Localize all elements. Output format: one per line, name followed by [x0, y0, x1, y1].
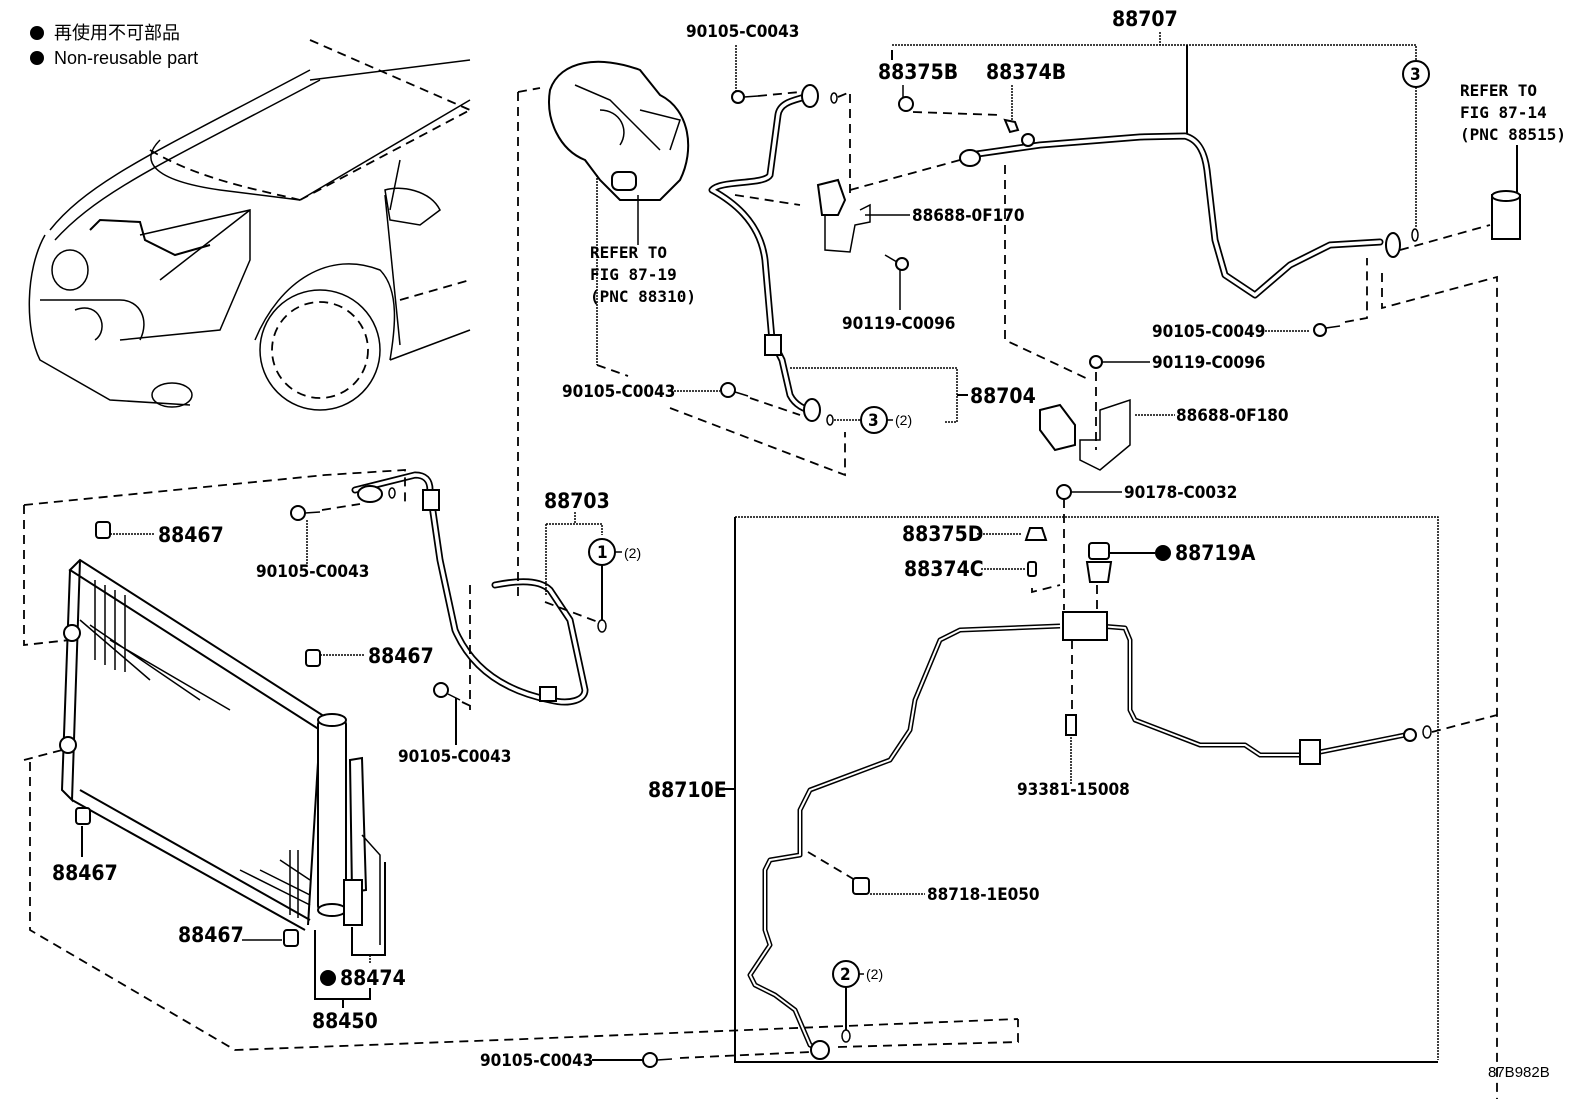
part-label: 88718-1E050: [927, 885, 1040, 905]
liquid-tube-88710E: 88710E: [648, 516, 1498, 1063]
part-88375B-88374B: 88375B 88374B: [878, 50, 1066, 134]
callout-3-top: 3: [1402, 60, 1430, 228]
condenser-88450: [23, 558, 1019, 1051]
part-label: 88467: [158, 523, 224, 547]
legend-english: Non-reusable part: [54, 48, 198, 68]
expansion-valve-reference-line2: FIG 87-14: [1460, 103, 1547, 122]
callout-number: 3: [868, 411, 879, 431]
compressor-reference-line1: REFER TO: [590, 243, 667, 262]
part-label: 88688-0F180: [1176, 406, 1289, 426]
non-reusable-bullet-icon: [30, 51, 44, 65]
callout-qty: (2): [895, 412, 912, 428]
part-88718-1E050: 88718-1E050: [807, 851, 1040, 905]
callout-2: 2 (2): [832, 960, 1019, 1048]
compressor-reference-line3: (PNC 88310): [590, 287, 696, 306]
part-label: 90119-C0096: [842, 314, 955, 334]
part-label: 88375B: [878, 60, 958, 84]
part-label: 88707: [1112, 7, 1178, 31]
part-88704-callout: 88704 3 (2) 90105-C0043: [562, 364, 1036, 477]
part-label: 90105-C0043: [562, 382, 675, 402]
part-label: 90105-C0043: [480, 1051, 593, 1071]
part-label: 90119-C0096: [1152, 353, 1265, 373]
pressure-switch-parts: 88375D 88374C 88719A 93381-15008: [902, 522, 1256, 800]
part-label: 88474: [340, 966, 406, 990]
part-90105-C0043-bottom: 90105-C0043: [480, 1051, 811, 1071]
compressor-illustration: REFER TO FIG 87-19 (PNC 88310): [548, 60, 696, 365]
expansion-valve-reference-line3: (PNC 88515): [1460, 125, 1566, 144]
callout-number: 3: [1410, 65, 1421, 85]
part-label: 93381-15008: [1017, 780, 1130, 800]
expansion-valve-reference: REFER TO FIG 87-14 (PNC 88515): [1460, 81, 1566, 240]
part-label: 88450: [312, 1009, 378, 1033]
non-reusable-bullet-icon: [1155, 545, 1171, 561]
part-label: 90105-C0043: [398, 747, 511, 767]
diagram-id: 87B982B: [1488, 1064, 1550, 1081]
part-label: 90105-C0043: [686, 22, 799, 42]
legend-japanese: 再使用不可部品: [54, 23, 180, 43]
callout-qty: (2): [866, 966, 883, 982]
callout-number: 2: [840, 965, 851, 985]
part-label: 88710E: [648, 778, 727, 802]
part-90105-C0049: 90105-C0049: [1152, 258, 1498, 1099]
part-88467-group: 88467 88467 88467 88467: [52, 521, 434, 947]
part-label: 88467: [368, 644, 434, 668]
non-reusable-bullet-icon: [30, 26, 44, 40]
vehicle-front-illustration: [28, 39, 471, 411]
part-label: 88467: [178, 923, 244, 947]
part-90105-C0043-top: 90105-C0043: [686, 22, 801, 104]
compressor-reference-line2: FIG 87-19: [590, 265, 677, 284]
part-label: 88374B: [986, 60, 1066, 84]
part-label: 90178-C0032: [1124, 483, 1237, 503]
non-reusable-bullet-icon: [320, 970, 336, 986]
part-label: 88719A: [1175, 541, 1256, 565]
part-label: 88375D: [902, 522, 983, 546]
part-label: 88704: [970, 384, 1036, 408]
discharge-hose-88704: [708, 84, 851, 422]
part-88474-88450: 88474 88450: [312, 862, 406, 1033]
part-label: 88688-0F170: [912, 206, 1025, 226]
callout-number: 1: [597, 543, 608, 563]
suction-pipe-88707: 88707: [892, 7, 1491, 381]
hose-88703: 88703 1 (2) 90105-C0043 90105-C0043: [23, 87, 641, 767]
legend: 再使用不可部品 Non-reusable part: [30, 23, 198, 68]
part-label: 88703: [544, 489, 610, 513]
part-label: 88467: [52, 861, 118, 885]
part-label: 90105-C0043: [256, 562, 369, 582]
part-label: 88374C: [904, 557, 984, 581]
part-label: 90105-C0049: [1152, 322, 1265, 342]
expansion-valve-reference-line1: REFER TO: [1460, 81, 1537, 100]
bracket-88688-0F170: 88688-0F170 90119-C0096: [816, 159, 1025, 334]
callout-qty: (2): [624, 545, 641, 561]
bracket-88688-0F180: 90119-C0096 88688-0F180: [1039, 353, 1289, 471]
